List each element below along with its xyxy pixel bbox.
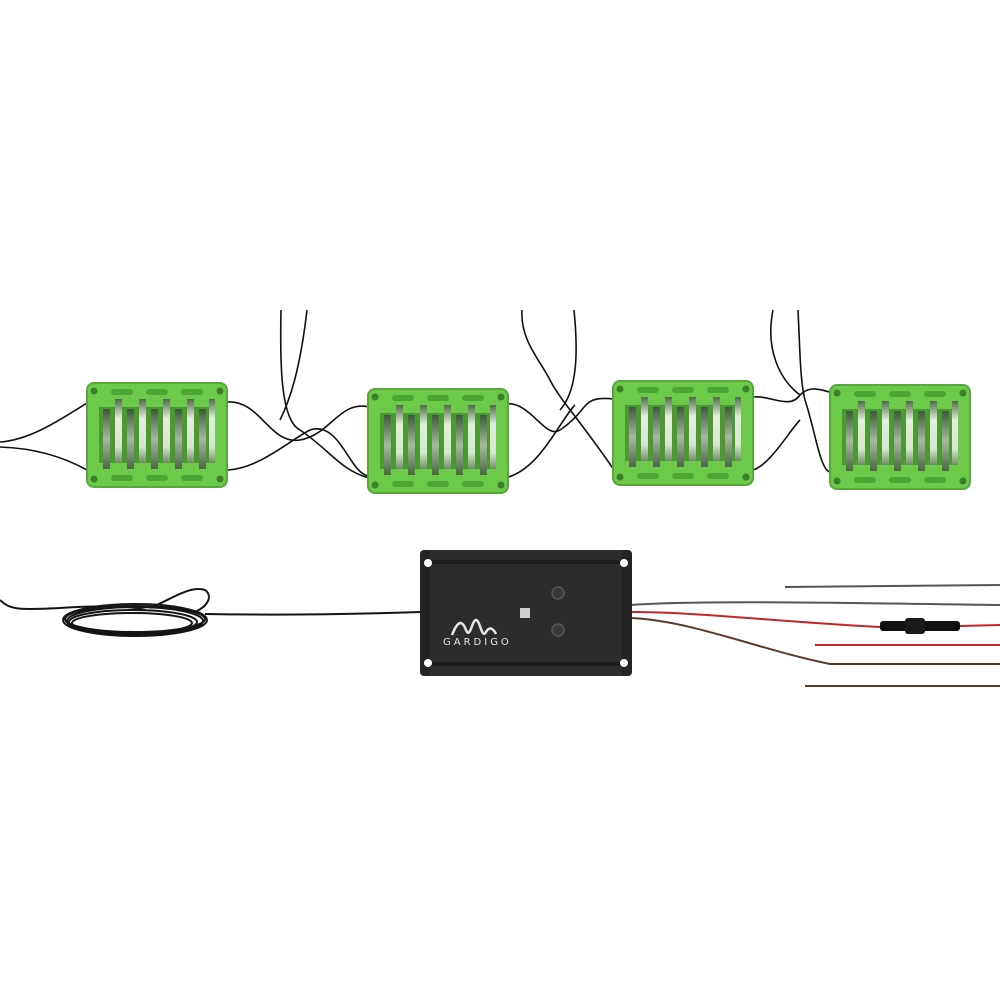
inline-fuse-holder — [880, 618, 960, 634]
speaker-module-3 — [612, 380, 754, 486]
speaker-module-1 — [86, 382, 228, 488]
speaker-module-4 — [829, 384, 971, 490]
button-top — [551, 586, 565, 600]
speaker-module-2 — [367, 388, 509, 494]
power-leads — [629, 584, 1000, 687]
control-unit — [420, 550, 632, 676]
coiled-cable — [0, 588, 421, 637]
status-led — [520, 608, 530, 618]
brand-text: GARDIGO — [443, 637, 512, 648]
gardigo-logo-icon — [450, 618, 498, 636]
connecting-wires — [0, 309, 831, 479]
button-bottom — [551, 623, 565, 637]
